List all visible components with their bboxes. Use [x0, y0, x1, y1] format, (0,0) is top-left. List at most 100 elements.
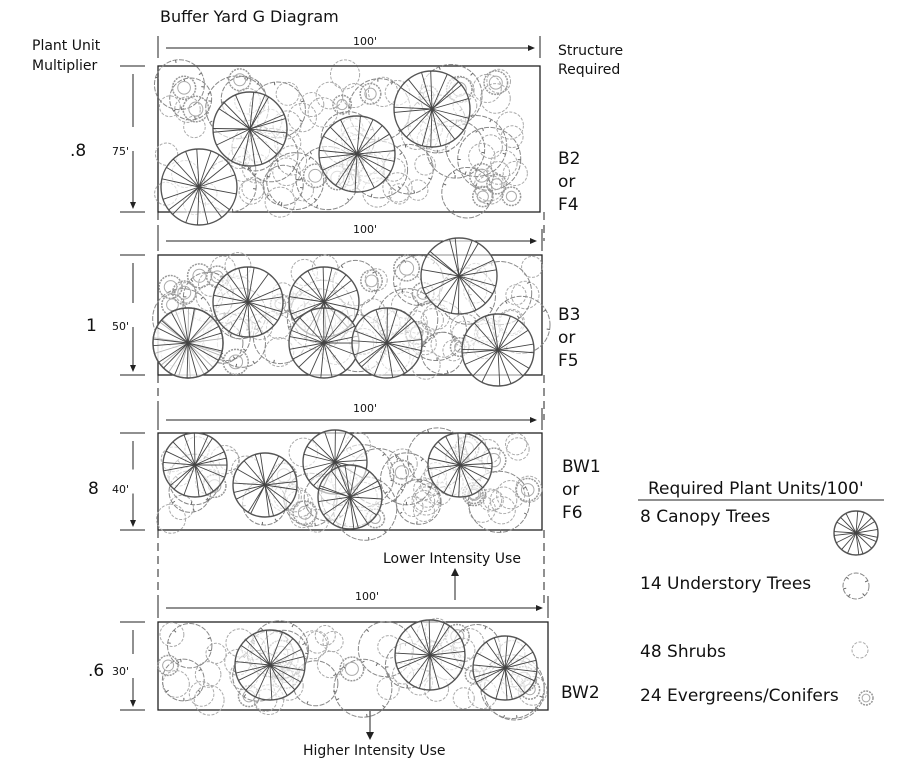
shrub-icon: [241, 153, 272, 184]
canopy-branch: [163, 342, 189, 369]
evergreen-icon: [158, 274, 183, 300]
canopy-branch: [349, 496, 377, 516]
evergreen-inner: [162, 659, 175, 672]
canopy-branch: [324, 431, 336, 463]
canopy-branch: [216, 128, 251, 146]
canopy-branch: [400, 108, 433, 131]
canopy-branch: [247, 301, 282, 313]
canopy-branch: [218, 108, 251, 130]
canopy-branch: [264, 484, 286, 511]
understory-tick: [229, 333, 232, 337]
understory-tick: [232, 356, 236, 360]
canopy-branch: [855, 511, 859, 534]
shrub-icon: [505, 284, 527, 306]
evergreen-icon: [292, 500, 318, 526]
canopy-branch: [334, 459, 367, 463]
canopy-branch: [356, 153, 375, 189]
canopy-branch: [193, 432, 196, 466]
canopy-branch: [249, 96, 270, 130]
canopy-branch: [349, 496, 382, 500]
shrub-icon: [209, 445, 240, 475]
understory-tick: [308, 156, 311, 160]
understory-tick: [248, 166, 252, 170]
canopy-branch: [183, 464, 196, 496]
canopy-branch: [249, 128, 256, 166]
canopy-branch: [855, 521, 876, 534]
understory-tick: [252, 360, 255, 364]
evergreen-icon: [332, 94, 353, 115]
legend-title: Required Plant Units/100': [648, 479, 864, 499]
shrub-icon: [168, 494, 194, 521]
understory-outline: [167, 623, 213, 669]
understory-tick: [197, 689, 201, 693]
structure-option: or: [558, 328, 576, 348]
panel-1-multiplier: .8: [70, 141, 87, 161]
canopy-tree-icon: [461, 313, 535, 387]
structure-option: BW1: [562, 457, 601, 477]
understory-tick: [333, 690, 337, 693]
understory-outline: [153, 59, 205, 111]
understory-tick: [340, 265, 344, 269]
evergreen-inner: [297, 505, 312, 520]
canopy-branch: [158, 342, 189, 363]
canopy-branch: [484, 316, 499, 351]
understory-tree-icon: [457, 126, 522, 191]
canopy-branch: [349, 480, 378, 498]
understory-tick: [505, 300, 508, 304]
canopy-branch: [461, 348, 499, 351]
canopy-branch: [259, 453, 266, 486]
canopy-branch: [269, 664, 273, 700]
canopy-branch: [249, 94, 266, 130]
structure-option: F6: [562, 503, 583, 523]
canopy-branch: [344, 465, 351, 498]
shrub-icon: [205, 642, 227, 664]
shrub-icon: [495, 111, 524, 140]
canopy-branch: [834, 532, 857, 536]
understory-tick: [266, 194, 270, 198]
canopy-branch: [323, 315, 347, 344]
canopy-branch: [303, 461, 336, 471]
canopy-branch: [459, 464, 489, 481]
shrub-icon: [330, 59, 361, 90]
shrub-icon: [287, 102, 317, 133]
canopy-branch: [170, 464, 196, 486]
understory-outline: [333, 658, 393, 718]
understory-outline: [383, 143, 434, 195]
canopy-branch: [163, 464, 196, 472]
canopy-branch: [334, 448, 365, 463]
canopy-tree-icon: [393, 70, 471, 148]
canopy-branch: [855, 532, 873, 549]
understory-outline: [395, 478, 442, 525]
canopy-branch: [454, 238, 460, 277]
canopy-branch: [474, 667, 506, 678]
canopy-branch: [323, 274, 347, 303]
canopy-tree-icon: [427, 432, 493, 498]
canopy-branch: [476, 667, 506, 683]
understory-tick: [427, 486, 432, 489]
shrub-icon: [430, 331, 457, 358]
shrub-icon: [264, 186, 296, 218]
canopy-branch: [198, 174, 236, 188]
canopy-branch: [289, 342, 325, 350]
canopy-tree-icon: [288, 307, 360, 379]
shrub-icon: [420, 308, 444, 332]
canopy-branch: [855, 517, 873, 534]
canopy-branch: [247, 273, 269, 303]
understory-tick: [452, 171, 456, 175]
panel-4-multiplier: .6: [88, 661, 105, 681]
understory-tick: [306, 701, 309, 705]
understory-outline: [445, 114, 508, 177]
canopy-branch: [386, 339, 422, 344]
canopy-branch: [237, 468, 266, 486]
canopy-branch: [354, 153, 358, 192]
shrub-icon: [411, 486, 441, 516]
canopy-branch: [855, 512, 865, 534]
evergreen-inner: [188, 101, 204, 117]
canopy-branch: [264, 459, 285, 486]
canopy-branch: [437, 441, 461, 466]
canopy-branch: [194, 464, 207, 496]
panel-1-width-label: 100': [353, 35, 378, 48]
evergreen-outline: [292, 500, 318, 526]
understory-tree-icon: [161, 658, 205, 702]
